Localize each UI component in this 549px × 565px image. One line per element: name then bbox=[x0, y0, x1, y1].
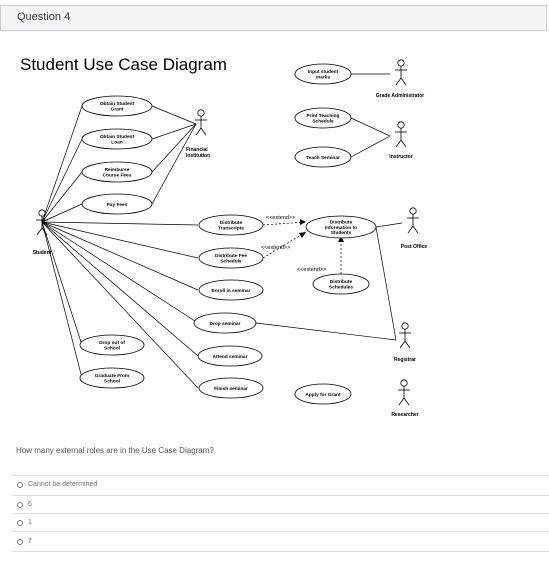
question-title: Question 4 bbox=[17, 11, 71, 23]
question-header: Question 4 bbox=[0, 5, 547, 31]
option-1[interactable]: 1 bbox=[17, 519, 32, 526]
option-label: 7 bbox=[28, 538, 32, 545]
use-case-label: Obtain Student bbox=[100, 134, 135, 140]
option-label: 6 bbox=[28, 501, 32, 508]
actor-registrar: Registrar bbox=[394, 322, 416, 363]
use-case-label: Attend seminar bbox=[213, 354, 248, 360]
actor-label: Institution bbox=[186, 153, 210, 159]
use-case-label: Pay Fees bbox=[107, 202, 128, 208]
use-case-label: marks bbox=[316, 75, 330, 81]
actor-instructor: Instructor bbox=[389, 121, 413, 160]
actor-label: Student bbox=[33, 250, 52, 256]
actor-label: Researcher bbox=[391, 412, 418, 418]
use-case-enroll: Enroll in seminar bbox=[198, 279, 264, 301]
radio-icon[interactable] bbox=[17, 501, 23, 508]
use-case-label: Loan bbox=[111, 140, 123, 146]
actor-label: Grade Administrator bbox=[376, 93, 424, 99]
actor-post-office: Post Office bbox=[401, 207, 428, 250]
use-case-drop-seminar: Drop seminar bbox=[193, 312, 257, 334]
use-case-pay-fees: Pay Fees bbox=[81, 193, 153, 215]
use-case-label: Apply for Grant bbox=[305, 392, 341, 398]
actor-student: Student bbox=[33, 209, 52, 256]
use-case-label: School bbox=[104, 379, 120, 385]
use-case-label: Information to bbox=[325, 225, 357, 231]
extend-label-2: <<extend>> bbox=[261, 245, 290, 251]
use-case-apply-grant: Apply for Grant bbox=[294, 383, 352, 405]
use-case-label: Course Fees bbox=[103, 173, 132, 179]
use-case-label: Graduate From bbox=[95, 373, 129, 379]
use-case-label: Drop out of bbox=[99, 340, 125, 346]
use-case-label: Print Teaching bbox=[307, 113, 340, 119]
use-case-label: Enroll in seminar bbox=[212, 288, 251, 294]
answer-divider bbox=[12, 531, 549, 532]
actor-label: Post Office bbox=[401, 244, 428, 250]
use-case-label: Distribute bbox=[330, 279, 353, 285]
extend-label-3: <<extend>> bbox=[297, 267, 326, 273]
actor-label: Financial bbox=[186, 147, 208, 153]
use-case-label: Distribute bbox=[220, 220, 243, 226]
radio-icon[interactable] bbox=[17, 519, 23, 526]
use-case-attend: Attend seminar bbox=[197, 345, 263, 367]
answer-divider bbox=[12, 513, 549, 514]
use-case-label: Grant bbox=[111, 107, 124, 113]
use-case-label: Students bbox=[331, 230, 352, 236]
radio-icon[interactable] bbox=[17, 538, 23, 545]
use-case-teach: Teach Seminar bbox=[294, 146, 352, 168]
use-case-label: Schedule bbox=[312, 119, 334, 125]
answer-divider bbox=[12, 551, 549, 552]
answer-divider bbox=[12, 475, 549, 476]
use-case-label: Drop seminar bbox=[210, 321, 241, 327]
use-case-diagram: <<extend>> <<extend>> <<extend>> Student… bbox=[33, 59, 428, 418]
use-case-label: Distribute Fee bbox=[215, 253, 247, 259]
option-label: 1 bbox=[28, 519, 32, 526]
use-case-finish: Finish seminar bbox=[198, 377, 264, 399]
radio-icon[interactable] bbox=[17, 481, 23, 488]
use-case-label: Teach Seminar bbox=[306, 155, 340, 161]
use-case-label: Reimburse bbox=[105, 167, 130, 173]
option-label: Cannot be determined bbox=[28, 481, 98, 488]
actor-grade-admin: Grade Administrator bbox=[376, 59, 424, 99]
answer-divider bbox=[12, 495, 549, 496]
use-case-label: Schedule bbox=[220, 259, 242, 265]
extend-label-1: <<extend>> bbox=[266, 215, 295, 221]
diagram-title: Student Use Case Diagram bbox=[20, 55, 227, 74]
use-case-label: Schedules bbox=[329, 285, 353, 291]
use-case-label: School bbox=[104, 346, 120, 352]
question-prompt: How many external roles are in the Use C… bbox=[16, 446, 214, 455]
option-6[interactable]: 6 bbox=[17, 501, 32, 508]
use-case-label: Transcripts bbox=[218, 226, 244, 232]
actor-label: Registrar bbox=[394, 357, 416, 363]
option-7[interactable]: 7 bbox=[17, 538, 32, 545]
option-cannot-be-determined[interactable]: Cannot be determined bbox=[17, 481, 97, 488]
use-case-label: Finish seminar bbox=[214, 386, 248, 392]
use-case-label: Distribute bbox=[330, 219, 353, 225]
actor-researcher: Researcher bbox=[391, 379, 419, 418]
actor-label: Instructor bbox=[389, 154, 412, 160]
use-case-label: Obtain Student bbox=[100, 101, 135, 107]
use-case-label: Input student bbox=[308, 69, 339, 75]
